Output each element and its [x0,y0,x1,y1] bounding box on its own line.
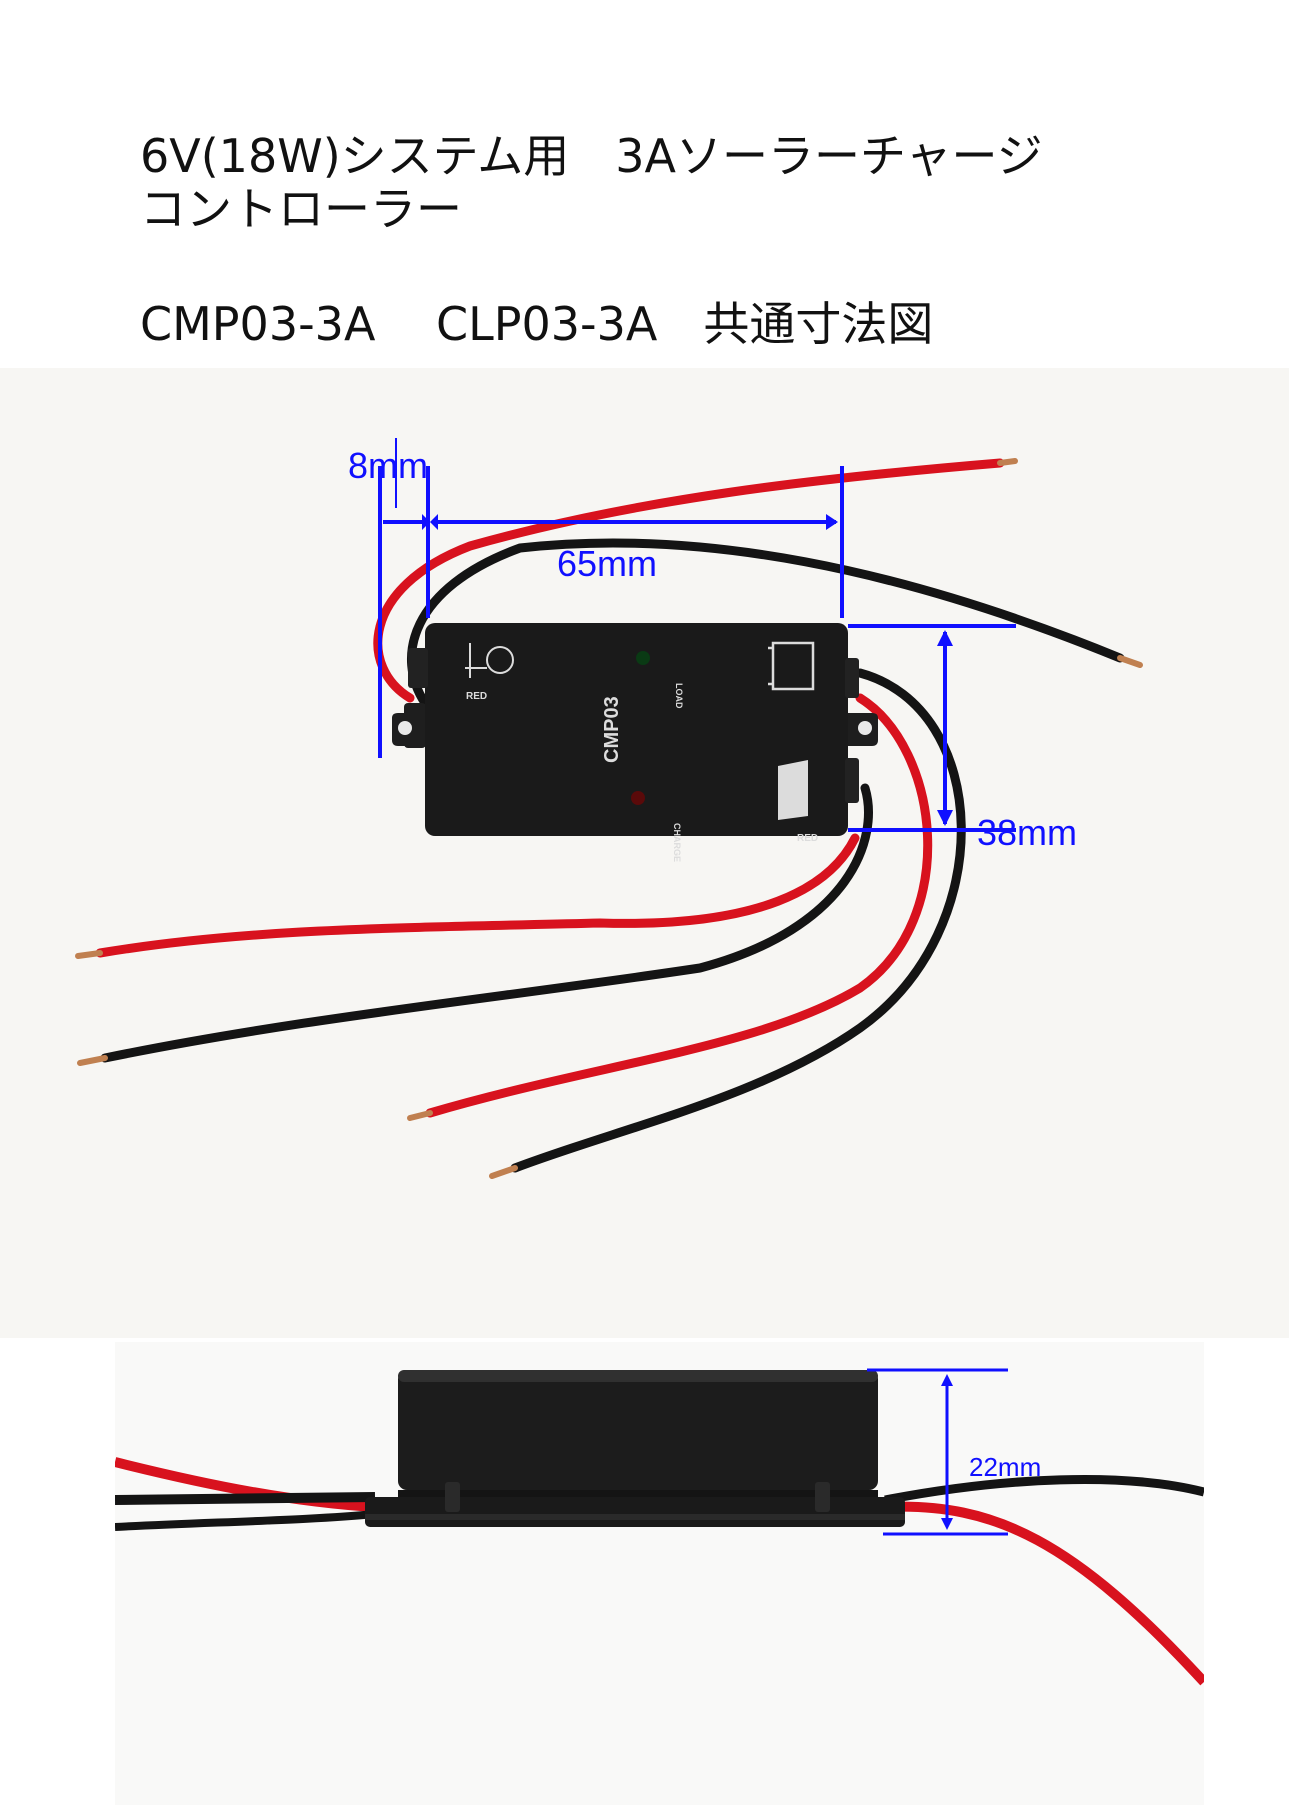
wire-lower-red-2 [425,693,933,1118]
battery-icon [768,641,815,691]
load-led-label: LOAD [674,683,684,709]
dimension-lines-side [867,1368,1008,1536]
wire-lower-black-1 [100,783,873,1063]
wire-lower-red-1-tip [75,950,103,959]
charge-led [631,791,645,805]
wire-lower-black-2-tip [489,1165,518,1179]
dimension-length-label: 65mm [557,543,657,584]
dimension-flange-label: 8mm [348,445,428,486]
dimension-arrows-side [941,1374,953,1530]
side-view-illustration: 22mm [115,1368,1204,1686]
wire-lower-black-1-tip [77,1055,108,1066]
side-view-photo: 22mm [115,1342,1204,1805]
title-line-1: 6V(18W)システム用 3Aソーラーチャージ [140,129,1043,183]
wire-top-red-tip [997,458,1018,466]
load-led [636,651,650,665]
side-wire-black-left [115,1492,376,1505]
side-wire-black-left-2 [115,1510,376,1531]
red-label-right: RED [797,833,818,844]
top-view-photo: RED RED CMP03 LOAD CHARGE [0,368,1289,1338]
solar-panel-icon [778,760,808,820]
model-dimension-title: CMP03-3A CLP03-3A 共通寸法図 [140,297,934,351]
module-top [392,623,878,836]
wire-lower-red-1 [95,833,860,958]
bulb-icon [465,643,514,678]
module-model-text: CMP03 [601,696,623,763]
wire-lower-red-2-tip [407,1110,433,1121]
top-view-illustration: RED RED CMP03 LOAD CHARGE [75,438,1143,1179]
dimension-height-label: 22mm [969,1452,1041,1482]
red-label-left: RED [466,691,487,702]
side-wire-red-right [884,1501,1204,1686]
side-wire-red-left [115,1457,376,1512]
dimension-lines-top [378,438,1016,832]
dimension-arrows-top [422,514,953,826]
wire-top-black [407,538,1125,708]
charge-led-label: CHARGE [672,823,682,862]
dimension-width-label: 38mm [977,812,1077,853]
module-side [365,1370,905,1527]
side-wire-black-right [884,1475,1204,1505]
title-line-2: コントローラー [140,182,462,236]
wire-top-black-tip [1117,655,1143,668]
